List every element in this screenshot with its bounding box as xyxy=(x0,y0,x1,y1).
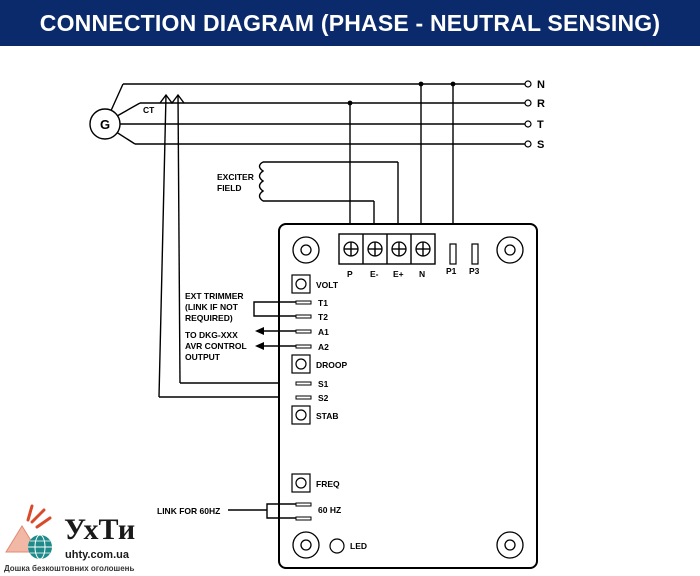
pin-label-t1: T1 xyxy=(318,298,328,308)
junction-dots xyxy=(347,81,456,106)
pin-label-s2: S2 xyxy=(318,393,329,403)
watermark-brand: УхТи xyxy=(64,513,135,546)
pin-t2 xyxy=(295,314,312,319)
pin-label-a1: A1 xyxy=(318,327,329,337)
ct-symbol xyxy=(159,93,185,105)
watermark-logo: УхТи uhty.com.ua Дошка безкоштовних огол… xyxy=(4,504,135,573)
led-icon xyxy=(329,538,345,554)
note-dkg-1: TO DKG-XXX xyxy=(185,330,238,340)
diagram-title: CONNECTION DIAGRAM (PHASE - NEUTRAL SENS… xyxy=(0,0,700,46)
tab-p1 xyxy=(449,243,457,265)
terminal-label-n: N xyxy=(419,269,425,279)
generator-label: G xyxy=(100,117,110,132)
terminal-label-e-minus: E- xyxy=(370,269,379,279)
exciter-label-1: EXCITER xyxy=(217,172,254,182)
phase-label-t: T xyxy=(537,119,544,131)
pin-t1 xyxy=(295,300,312,305)
terminal-screw-e-plus-icon xyxy=(391,241,407,257)
terminal-r-dot xyxy=(524,99,532,107)
tab-p3 xyxy=(471,243,479,265)
ct-wire-s1 xyxy=(177,94,181,384)
arrow-a2-icon xyxy=(255,342,264,350)
exciter-coil-icon xyxy=(258,161,265,202)
note-ext-trimmer-3: REQUIRED) xyxy=(185,313,233,323)
exciter-label-2: FIELD xyxy=(217,183,242,193)
pot-volt-knob-icon xyxy=(295,278,307,290)
dkg-output: TO DKG-XXX AVR CONTROL OUTPUT xyxy=(185,327,296,362)
tab-label-p1: P1 xyxy=(446,266,457,276)
pin-s1 xyxy=(295,381,312,386)
note-ext-trimmer-1: EXT TRIMMER xyxy=(185,291,244,301)
terminal-n-dot xyxy=(524,80,532,88)
generator-symbol xyxy=(89,108,121,140)
ct-wire-s2 xyxy=(158,94,167,398)
note-dkg-3: OUTPUT xyxy=(185,352,221,362)
pin-label-s1: S1 xyxy=(318,379,329,389)
pot-droop-knob-icon xyxy=(295,358,307,370)
pot-stab xyxy=(291,405,311,425)
phase-label-s: S xyxy=(537,139,544,151)
link-60hz-wire xyxy=(266,503,296,519)
ext-trimmer-link-wire xyxy=(253,301,296,317)
note-link-60hz: LINK FOR 60HZ xyxy=(157,506,220,516)
terminal-screw-e-minus-icon xyxy=(367,241,383,257)
terminal-screw-p-icon xyxy=(343,241,359,257)
terminal-t-dot xyxy=(524,120,532,128)
pot-label-stab: STAB xyxy=(316,411,339,421)
note-dkg-2: AVR CONTROL xyxy=(185,341,247,351)
pin-label-60hz: 60 HZ xyxy=(318,505,341,515)
arrow-a1-icon xyxy=(255,327,264,335)
exciter-field: EXCITER FIELD xyxy=(217,161,399,234)
watermark-url: uhty.com.ua xyxy=(65,549,130,561)
pot-label-droop: DROOP xyxy=(316,360,348,370)
terminal-label-e-plus: E+ xyxy=(393,269,404,279)
generator: G xyxy=(89,108,121,140)
pot-freq-knob-icon xyxy=(295,477,307,489)
pot-label-volt: VOLT xyxy=(316,280,339,290)
terminal-label-p: P xyxy=(347,269,353,279)
pot-label-freq: FREQ xyxy=(316,479,340,489)
pot-volt xyxy=(291,274,311,294)
phase-label-n: N xyxy=(537,79,545,91)
avr-board: P E- E+ N P1 P3 VOLT DROOP STAB FREQ xyxy=(278,223,538,569)
tab-label-p3: P3 xyxy=(469,266,480,276)
pin-a1 xyxy=(295,329,312,334)
terminal-screw-n-icon xyxy=(415,241,431,257)
current-transformer: CT xyxy=(143,93,295,398)
pin-a2 xyxy=(295,344,312,349)
pin-label-a2: A2 xyxy=(318,342,329,352)
link-60hz: LINK FOR 60HZ xyxy=(157,503,296,519)
note-ext-trimmer-2: (LINK IF NOT xyxy=(185,302,239,312)
watermark-tagline: Дошка безкоштовних оголошень xyxy=(4,564,135,573)
led-label: LED xyxy=(350,541,367,551)
pin-s2 xyxy=(295,395,312,400)
ext-trimmer-link: EXT TRIMMER (LINK IF NOT REQUIRED) xyxy=(185,291,296,323)
pin-60hz-a xyxy=(295,502,312,507)
pin-60hz-b xyxy=(295,516,312,521)
avr-board-outline xyxy=(278,223,538,569)
phase-label-r: R xyxy=(537,98,545,110)
pin-label-t2: T2 xyxy=(318,312,328,322)
phase-lines: N R T S xyxy=(104,79,545,151)
pot-droop xyxy=(291,354,311,374)
terminal-s-dot xyxy=(524,140,532,148)
ct-label: CT xyxy=(143,105,155,115)
pot-freq xyxy=(291,473,311,493)
pot-stab-knob-icon xyxy=(295,409,307,421)
